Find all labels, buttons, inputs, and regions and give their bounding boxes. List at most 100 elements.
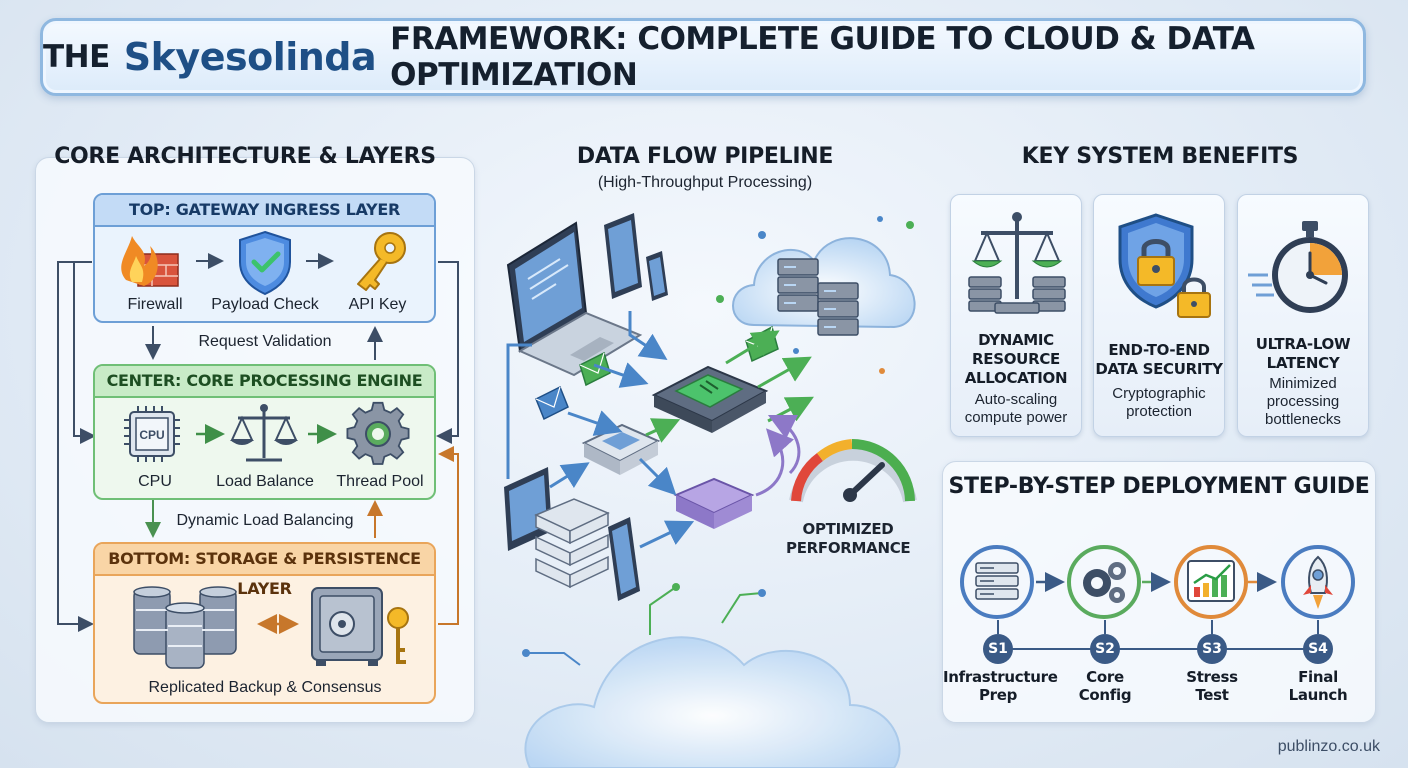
safe-icon	[311, 587, 383, 666]
cpu-chip-text: CPU	[139, 428, 164, 442]
storage-stack-icon	[534, 498, 610, 589]
central-processor-icon	[651, 365, 769, 433]
step-3-circle	[1174, 545, 1248, 619]
request-validation-caption: Request Validation	[198, 333, 332, 350]
desktop-icon	[504, 467, 552, 551]
step-3-label-line2: Test	[1195, 686, 1229, 704]
benefit-title-2-line2: DATA SECURITY	[1095, 360, 1223, 378]
benefit-text-1-line1: Auto-scaling	[974, 391, 1058, 408]
step-1-badge: S1	[983, 634, 1013, 664]
step-4-circle	[1281, 545, 1355, 619]
title-prefix: THE	[43, 39, 110, 75]
benefit-title-1-line2: RESOURCE	[972, 350, 1060, 368]
pipeline-illustration	[504, 213, 917, 768]
gateway-layer-title: TOP: GATEWAY INGRESS LAYER	[95, 195, 434, 227]
step-4-badge: S4	[1303, 634, 1333, 664]
benefit-title-3-line2: LATENCY	[1266, 354, 1340, 372]
padlock-shield-icon	[1118, 213, 1211, 318]
step-2-badge: S2	[1090, 634, 1120, 664]
processing-module-icon	[673, 477, 755, 529]
benefit-title-1-line3: ALLOCATION	[964, 369, 1068, 387]
stopwatch-icon	[1248, 221, 1348, 313]
database-icon	[133, 586, 237, 669]
gauge-label: OPTIMIZED PERFORMANCE	[786, 520, 911, 558]
benefit-text-3: Minimized processing bottlenecks	[1238, 375, 1368, 429]
gateway-icons	[121, 230, 406, 296]
server-rack-icon	[975, 562, 1019, 600]
benefit-text-1-line2: compute power	[964, 409, 1068, 426]
step-1-label-line2: Prep	[978, 686, 1018, 704]
benefit-text-3-line1: Minimized	[1269, 375, 1337, 392]
load-balance-label: Load Balance	[216, 473, 314, 490]
step-2-label-line1: Core	[1086, 668, 1124, 686]
storage-key-icon	[387, 607, 409, 664]
deployment-heading: STEP-BY-STEP DEPLOYMENT GUIDE	[948, 474, 1370, 499]
gauge-label-line1: OPTIMIZED	[802, 520, 894, 538]
firewall-label: Firewall	[127, 296, 183, 313]
step-4-label-line2: Launch	[1288, 686, 1348, 704]
architecture-heading: CORE ARCHITECTURE & LAYERS	[54, 144, 436, 169]
core-icons: CPU	[124, 401, 410, 465]
firewall-icon	[121, 236, 179, 287]
footer-credit: publinzo.co.uk	[1277, 738, 1380, 755]
bottom-cloud-icon	[522, 583, 901, 768]
phone-icon	[646, 251, 668, 301]
laptop-icon	[506, 221, 643, 377]
scales-icon	[230, 404, 298, 462]
storage-icons	[133, 586, 409, 669]
thread-pool-label: Thread Pool	[336, 473, 424, 490]
step-2-circle	[1067, 545, 1141, 619]
key-icon	[357, 232, 406, 291]
pipeline-subheading: (High-Throughput Processing)	[597, 174, 813, 191]
step-2-label-line2: Config	[1078, 686, 1132, 704]
benefit-title-1-line1: DYNAMIC	[978, 331, 1054, 349]
title-brand: Skyesolinda	[123, 35, 377, 79]
scales-servers-icon	[968, 212, 1066, 314]
benefit-text-2-line2: protection	[1126, 403, 1192, 420]
step-1-label-line1: Infrastructure	[943, 668, 1058, 686]
step-3-badge: S3	[1197, 634, 1227, 664]
core-layer-title: CENTER: CORE PROCESSING ENGINE	[95, 366, 434, 398]
step-2-label: Core Config	[1050, 668, 1160, 704]
step-3-label-line1: Stress	[1186, 668, 1238, 686]
title-banner: THE Skyesolinda FRAMEWORK: COMPLETE GUID…	[40, 18, 1366, 96]
benefit-text-2: Cryptographic protection	[1094, 385, 1224, 421]
network-dots	[716, 216, 914, 374]
benefit-card-resource-allocation: DYNAMIC RESOURCE ALLOCATION Auto-scaling…	[950, 194, 1082, 437]
step-4-label: Final Launch	[1263, 668, 1373, 704]
benefit-text-2-line1: Cryptographic	[1112, 385, 1206, 402]
cloud-server-icon	[732, 237, 916, 336]
benefit-card-data-security: END-TO-END DATA SECURITY Cryptographic p…	[1093, 194, 1225, 437]
benefit-text-1: Auto-scaling compute power	[951, 391, 1081, 427]
benefit-title-3-line1: ULTRA-LOW	[1255, 335, 1351, 353]
payload-check-label: Payload Check	[211, 296, 319, 313]
title-suffix: FRAMEWORK: COMPLETE GUIDE TO CLOUD & DAT…	[390, 21, 1255, 93]
cpu-icon	[124, 406, 180, 462]
benefit-title-2-line1: END-TO-END	[1108, 341, 1210, 359]
step-1-label: Infrastructure Prep	[943, 668, 1058, 704]
benefit-title-2: END-TO-END DATA SECURITY	[1094, 341, 1224, 379]
benefits-heading: KEY SYSTEM BENEFITS	[1021, 144, 1299, 169]
step-4-label-line1: Final	[1298, 668, 1338, 686]
growth-chart-icon	[1187, 560, 1235, 602]
gear-icon	[346, 401, 410, 465]
api-key-label: API Key	[348, 296, 407, 313]
benefit-card-low-latency: ULTRA-LOW LATENCY Minimized processing b…	[1237, 194, 1369, 437]
architecture-flow-arrows	[57, 261, 459, 632]
benefit-text-3-line2: processing	[1266, 393, 1340, 410]
cpu-label: CPU	[138, 473, 172, 490]
gauge-label-line2: PERFORMANCE	[786, 539, 911, 557]
pipeline-heading: DATA FLOW PIPELINE	[576, 144, 834, 169]
rocket-icon	[1303, 555, 1333, 609]
benefit-title-3: ULTRA-LOW LATENCY	[1238, 335, 1368, 373]
dynamic-load-caption: Dynamic Load Balancing	[176, 512, 354, 529]
performance-gauge-icon	[789, 439, 917, 503]
storage-layer-title: BOTTOM: STORAGE & PERSISTENCE LAYER	[95, 544, 434, 598]
benefit-text-3-line3: bottlenecks	[1265, 411, 1341, 428]
replicated-backup-caption: Replicated Backup & Consensus	[148, 679, 382, 696]
shield-check-icon	[239, 230, 291, 296]
gears-icon	[1083, 562, 1126, 603]
deployment-connectors	[997, 572, 1320, 650]
mobile-icon	[608, 517, 640, 601]
benefit-title-1: DYNAMIC RESOURCE ALLOCATION	[951, 331, 1081, 388]
